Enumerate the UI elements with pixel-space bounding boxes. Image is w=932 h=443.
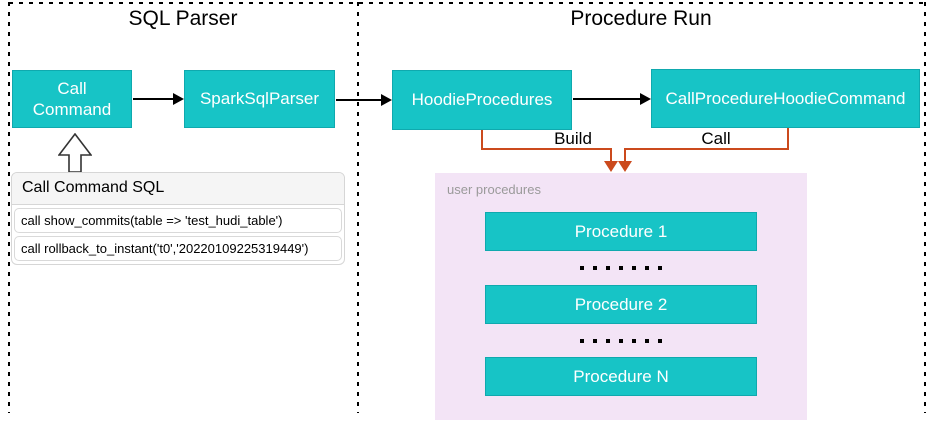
node-procedure-2: Procedure 2 bbox=[485, 285, 757, 324]
arrow-hoodieprocedures-to-callprocedure-head-icon bbox=[640, 93, 651, 105]
arrow-hoodieprocedures-to-callprocedure-line bbox=[573, 98, 640, 100]
edge-label-call: Call bbox=[701, 129, 731, 148]
node-procedure-1: Procedure 1 bbox=[485, 212, 757, 251]
ellipsis-dots-icon bbox=[485, 266, 757, 270]
arrow-parser-to-hoodieprocedures-head-icon bbox=[381, 94, 392, 106]
edge-label-build: Build bbox=[554, 129, 592, 148]
call-connector-horizontal bbox=[624, 148, 789, 150]
node-call-command-label: Call Command bbox=[32, 78, 112, 119]
sql-card-header: Call Command SQL bbox=[12, 173, 344, 205]
node-call-procedure-hoodie-command: CallProcedureHoodieCommand bbox=[651, 69, 920, 128]
node-call-procedure-hoodie-command-label: CallProcedureHoodieCommand bbox=[665, 88, 906, 108]
node-spark-sql-parser: SparkSqlParser bbox=[184, 70, 335, 128]
call-arrowhead-icon bbox=[618, 161, 632, 172]
ellipsis-dots-icon bbox=[485, 339, 757, 343]
node-procedure-1-label: Procedure 1 bbox=[574, 221, 668, 241]
node-spark-sql-parser-label: SparkSqlParser bbox=[199, 89, 320, 109]
section-title-sql-parser: SQL Parser bbox=[128, 7, 238, 30]
arrow-callcommand-to-parser-head-icon bbox=[173, 93, 184, 105]
call-connector-drop bbox=[624, 148, 626, 162]
node-call-command: Call Command bbox=[12, 70, 132, 128]
arrow-callcommand-to-parser-line bbox=[133, 98, 174, 100]
node-procedure-n-label: Procedure N bbox=[573, 366, 669, 386]
node-hoodie-procedures-label: HoodieProcedures bbox=[411, 90, 553, 110]
frame-right-dashed-line bbox=[924, 2, 926, 413]
section-title-procedure-run: Procedure Run bbox=[570, 7, 712, 30]
frame-middle-dashed-line bbox=[357, 2, 359, 413]
frame-top-dashed-line bbox=[9, 2, 926, 4]
frame-left-dashed-line bbox=[8, 2, 10, 413]
user-procedures-panel: user procedures Procedure 1 Procedure 2 … bbox=[435, 173, 807, 420]
call-command-sql-card: Call Command SQL call show_commits(table… bbox=[11, 172, 345, 265]
arrow-parser-to-hoodieprocedures-line bbox=[336, 99, 381, 101]
build-arrowhead-icon bbox=[604, 161, 618, 172]
build-connector-horizontal bbox=[481, 148, 612, 150]
up-arrow-icon bbox=[58, 133, 92, 173]
build-connector-vertical bbox=[481, 130, 483, 150]
node-procedure-n: Procedure N bbox=[485, 357, 757, 396]
build-connector-drop bbox=[610, 148, 612, 162]
user-procedures-label: user procedures bbox=[447, 182, 541, 197]
sql-example-show-commits: call show_commits(table => 'test_hudi_ta… bbox=[14, 208, 342, 233]
node-hoodie-procedures: HoodieProcedures bbox=[392, 70, 572, 130]
sql-example-rollback-to-instant: call rollback_to_instant('t0','202201092… bbox=[14, 236, 342, 261]
call-connector-vertical bbox=[787, 128, 789, 150]
node-procedure-2-label: Procedure 2 bbox=[574, 294, 668, 314]
